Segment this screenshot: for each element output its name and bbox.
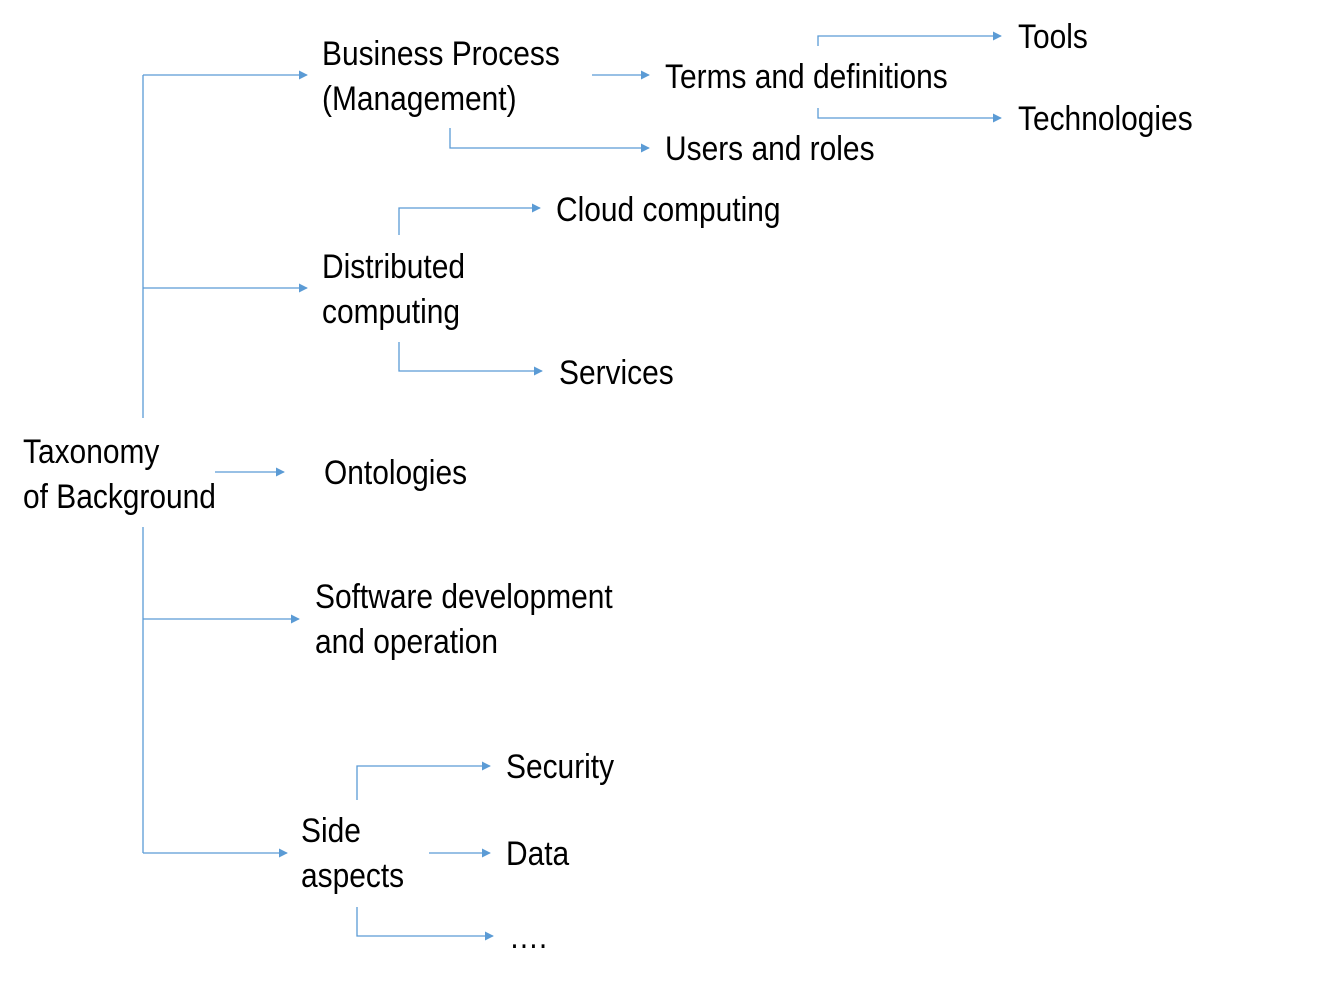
node-label-line: Distributed xyxy=(322,248,466,286)
node-label-line: Data xyxy=(506,835,570,873)
node-label-line: computing xyxy=(322,293,461,331)
node-label-line: Business Process xyxy=(322,35,560,73)
node-label-line: of Background xyxy=(23,478,216,516)
node-distributed-computing: Distributed computing xyxy=(322,245,465,335)
node-label-line: (Management) xyxy=(322,80,517,118)
node-security: Security xyxy=(506,745,614,790)
connector-side-to-security xyxy=(356,761,491,800)
node-technologies: Technologies xyxy=(1018,97,1193,142)
node-label-line: Security xyxy=(506,748,615,786)
connector-dc-to-services xyxy=(398,342,543,376)
node-label-line: Terms and definitions xyxy=(665,58,948,96)
connector-dc-to-cloud xyxy=(398,203,541,235)
connector-terms-to-tools xyxy=(817,31,1002,46)
node-software-development-and-operation: Software development and operation xyxy=(315,575,613,665)
node-taxonomy-of-background: Taxonomy of Background xyxy=(23,430,216,520)
node-ontologies: Ontologies xyxy=(324,451,467,496)
connector-bp-to-users-roles xyxy=(449,128,650,153)
node-data: Data xyxy=(506,832,569,877)
node-services: Services xyxy=(559,351,674,396)
node-label-line: Technologies xyxy=(1018,100,1193,138)
connector-terms-to-technologies xyxy=(817,108,1002,123)
node-users-and-roles: Users and roles xyxy=(665,127,875,172)
node-label-line: Users and roles xyxy=(665,130,875,168)
node-label-line: Tools xyxy=(1018,18,1088,56)
node-label-line: Software development xyxy=(315,578,613,616)
node-terms-and-definitions: Terms and definitions xyxy=(665,55,948,100)
node-tools: Tools xyxy=(1018,15,1088,60)
node-label-line: aspects xyxy=(301,857,405,895)
node-side-aspects: Side aspects xyxy=(301,809,404,899)
node-label-line: Cloud computing xyxy=(556,191,781,229)
node-label-line: …. xyxy=(509,918,548,956)
node-label-line: Services xyxy=(559,354,674,392)
node-label-line: and operation xyxy=(315,623,498,661)
node-label-line: Side xyxy=(301,812,361,850)
connector-side-to-ellipsis xyxy=(356,907,494,941)
node-label-line: Ontologies xyxy=(324,454,468,492)
node-cloud-computing: Cloud computing xyxy=(556,188,781,233)
node-business-process: Business Process (Management) xyxy=(322,32,560,122)
node-label-line: Taxonomy xyxy=(23,433,160,471)
node-ellipsis: …. xyxy=(509,915,547,960)
